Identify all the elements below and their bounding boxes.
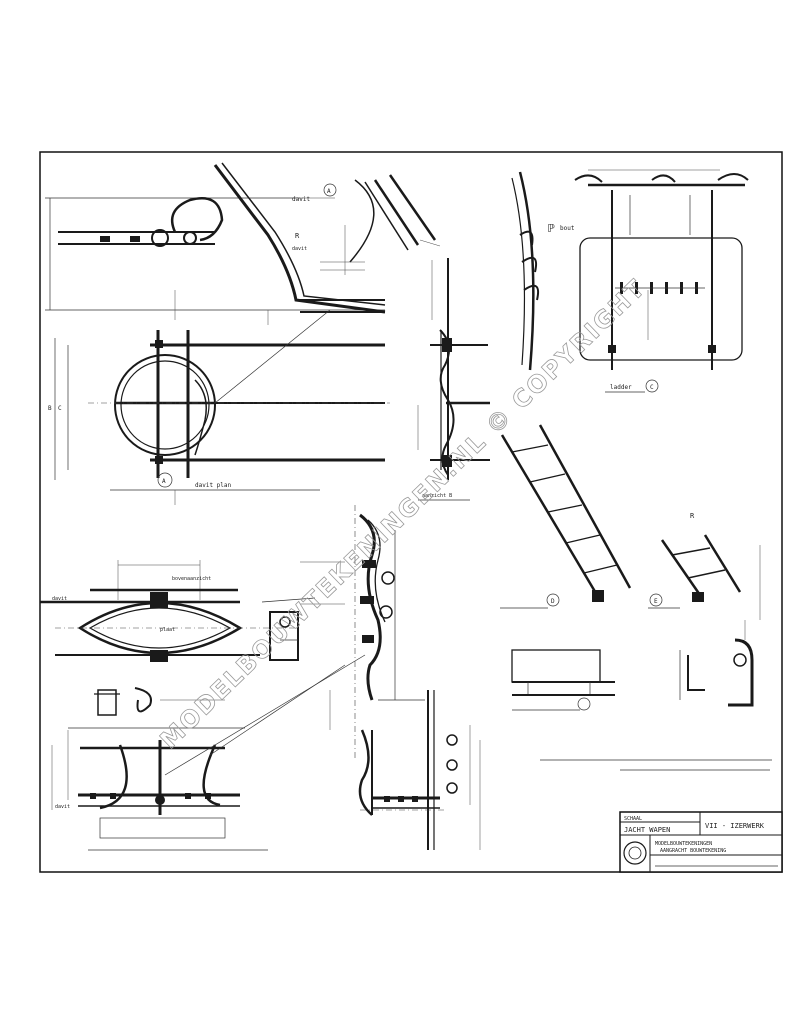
svg-text:C: C: [650, 384, 654, 391]
svg-text:A: A: [162, 478, 166, 485]
title-block: [619, 811, 783, 873]
svg-text:A: A: [327, 188, 331, 195]
svg-text:bovenaanzicht: bovenaanzicht: [172, 576, 211, 582]
view-a-side-elevation: davit A R davit: [45, 162, 386, 325]
svg-text:davit: davit: [292, 196, 310, 203]
view-c-frame: C ladder: [574, 169, 749, 393]
svg-text:aanzicht B: aanzicht B: [422, 493, 452, 499]
svg-text:D: D: [551, 598, 555, 605]
svg-text:davit plan: davit plan: [195, 482, 232, 489]
view-g-elevation: davit: [51, 654, 366, 851]
sheet-border: [39, 151, 783, 873]
svg-text:davit: davit: [55, 804, 70, 810]
spar-detail: [364, 174, 441, 251]
svg-text:R: R: [690, 512, 695, 520]
svg-text:B: B: [48, 405, 52, 412]
title-block-subtitle-2: AANGRACHT BOUWTEKENING: [660, 848, 726, 854]
svg-text:R: R: [295, 232, 300, 240]
view-e-bracket: E R: [648, 512, 761, 620]
svg-text:davit: davit: [52, 596, 67, 602]
title-block-subtitle-1: MODELBOUWTEKENINGEN: [655, 841, 712, 847]
view-a-plan: A davit plan B C: [48, 309, 390, 505]
svg-text:plaat: plaat: [160, 627, 175, 633]
detail-parts: [511, 620, 754, 711]
title-block-drawing-no: VII - IZERWERK: [705, 822, 765, 830]
svg-text:ladder: ladder: [610, 384, 632, 391]
note-lines: [540, 759, 772, 771]
svg-text:bout: bout: [560, 225, 575, 232]
view-h-spar: [300, 505, 425, 760]
title-block-scale-label: SCHAAL: [624, 816, 642, 822]
small-details-left: [94, 687, 225, 716]
svg-text:E: E: [654, 598, 658, 605]
view-d-ladder: D: [500, 424, 632, 609]
view-b-column: aanzicht B: [417, 258, 490, 501]
title-block-title: JACHT WAPEN: [624, 826, 670, 834]
view-j-elevation: [358, 690, 481, 850]
view-f-oval-plan: bovenaanzicht davit plaat: [40, 560, 316, 662]
stanchion-detail: ℙ bout: [511, 171, 575, 371]
svg-text:ℙ: ℙ: [548, 222, 555, 235]
svg-text:davit: davit: [292, 246, 307, 252]
svg-text:C: C: [58, 405, 62, 412]
